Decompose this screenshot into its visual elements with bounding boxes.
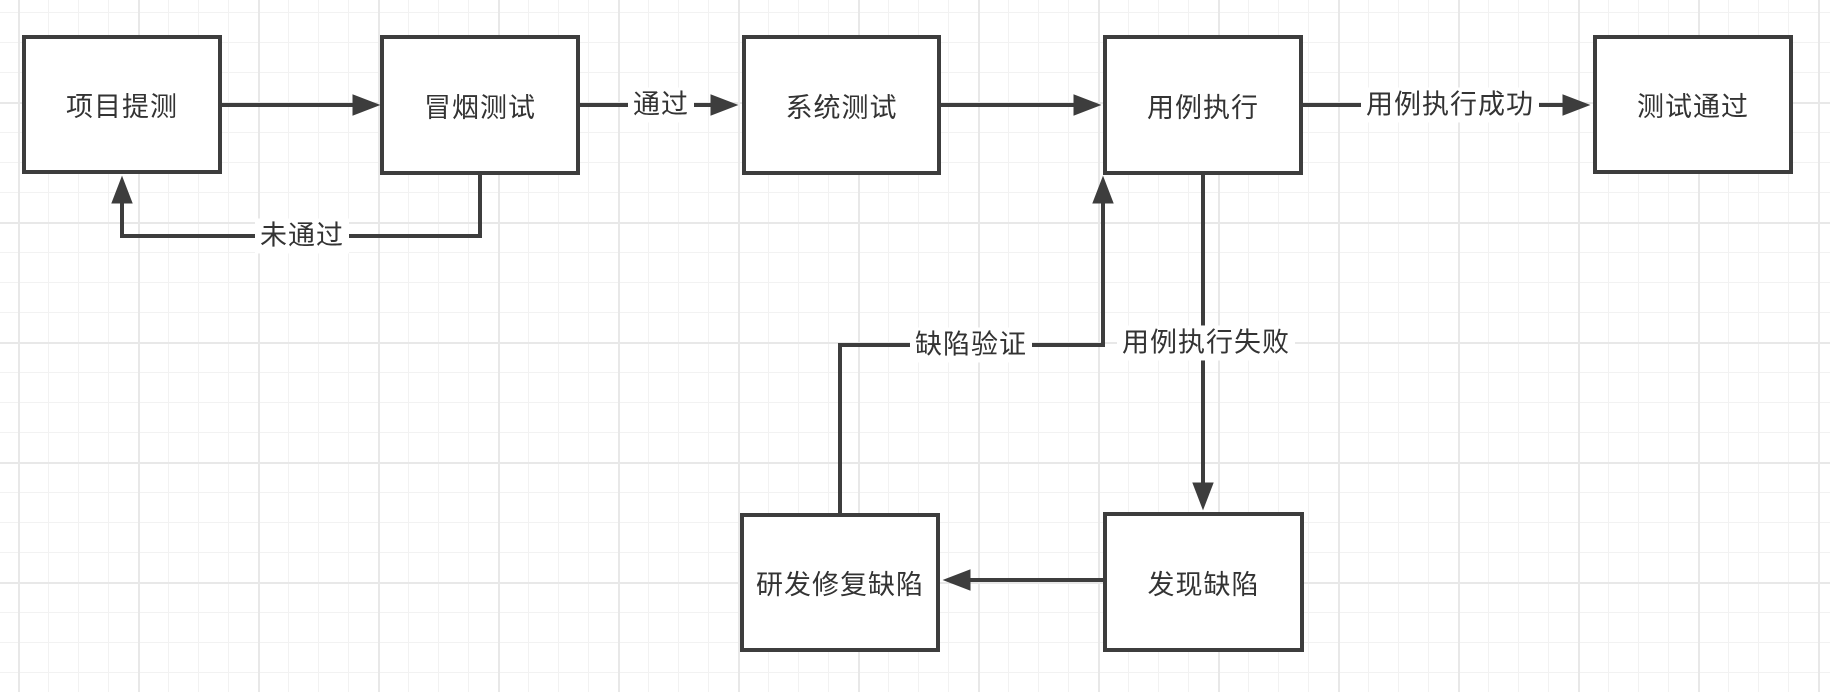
edge-label-not-pass[interactable]: 未通过 [255,218,349,254]
edge-label-pass[interactable]: 通过 [628,87,694,123]
edge-label-case-fail[interactable]: 用例执行失败 [1117,325,1295,361]
edge-label-case-success[interactable]: 用例执行成功 [1361,87,1539,123]
node-system-test[interactable]: 系统测试 [742,35,941,175]
node-defect-found[interactable]: 发现缺陷 [1103,512,1304,652]
node-label: 系统测试 [785,92,898,123]
node-smoke-test[interactable]: 冒烟测试 [380,35,580,175]
node-label: 冒烟测试 [424,92,536,123]
arrowhead-up-icon [1092,175,1114,204]
arrowhead-right-icon [1562,94,1591,116]
node-label: 用例执行 [1147,92,1259,123]
arrowhead-right-icon [710,94,739,116]
edge-label-defect-verify[interactable]: 缺陷验证 [910,327,1032,363]
arrowhead-down-icon [1192,482,1214,511]
node-label: 研发修复缺陷 [756,570,924,600]
arrowhead-left-icon [942,569,971,591]
node-label: 项目提测 [66,92,178,122]
arrowhead-right-icon [1073,94,1102,116]
edge-system-to-case[interactable] [941,94,1102,116]
node-project-submission[interactable]: 项目提测 [22,35,222,174]
node-case-execution[interactable]: 用例执行 [1103,35,1303,175]
edge-submit-to-smoke[interactable] [222,94,381,116]
arrowhead-right-icon [352,94,381,116]
node-test-passed[interactable]: 测试通过 [1593,35,1793,174]
node-label: 发现缺陷 [1147,569,1260,600]
arrowhead-up-icon [111,175,133,204]
node-dev-fix-defect[interactable]: 研发修复缺陷 [740,513,940,652]
edge-defect-found-to-fix[interactable] [942,569,1103,591]
node-label: 测试通过 [1637,92,1749,122]
